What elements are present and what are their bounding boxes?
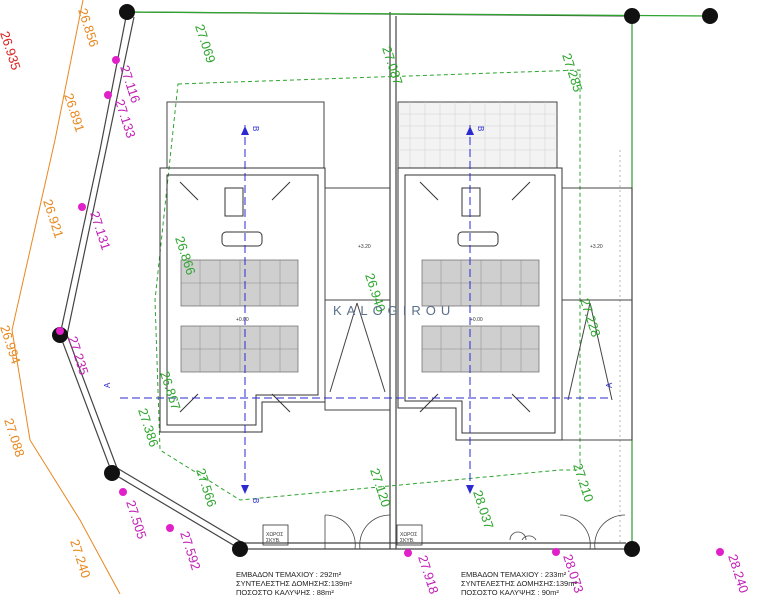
elev-27-228: 27.228 [577, 296, 604, 338]
terrace-right [397, 101, 558, 169]
plot-info-right: ΕΜΒΑΔΟΝ ΤΕΜΑΧΙΟΥ : 233m² ΣΥΝΤΕΛΕΣΤΗΣ ΔΟΜ… [461, 570, 577, 597]
elev-26-856: 26.856 [75, 6, 102, 48]
elev-27-386: 27.386 [135, 406, 162, 448]
section-mark-b-2: B [251, 498, 260, 503]
spot-height-dots [56, 56, 724, 557]
storage-label-left-1: ΧΩΡΟΣ [266, 532, 283, 538]
elev-27-592: 27.592 [177, 529, 204, 571]
north-boundary-green [126, 11, 711, 17]
house-left [159, 167, 326, 433]
section-arrows [241, 126, 474, 494]
road-edge-line [11, 0, 121, 594]
elev-27-133: 27.133 [112, 97, 139, 139]
elev-26-994: 26.994 [0, 323, 24, 365]
elev-27-505: 27.505 [123, 498, 150, 540]
watermark-text: KALOGIROU [333, 303, 456, 318]
elev-26-891: 26.891 [61, 91, 88, 133]
level-mark-1: +3.20 [358, 244, 371, 250]
elev-27-088: 27.088 [1, 416, 28, 458]
gates [324, 514, 626, 550]
elev-27-210: 27.210 [570, 461, 597, 503]
house-right [397, 167, 563, 441]
plot-left-coef: ΣΥΝΤΕΛΕΣΤΗΣ ΔΟΜΗΣΗΣ:139m² [236, 579, 352, 588]
section-mark-a-1: A [103, 382, 112, 388]
level-mark-4: +0.00 [470, 317, 483, 323]
elev-26-866: 26.866 [172, 234, 199, 276]
storage-boxes [262, 524, 423, 546]
plot-right-coverage: ΠΟΣΟΣΤΟ ΚΑΛΥΨΗΣ : 90m² [461, 588, 559, 597]
level-mark-2: +0.00 [236, 317, 249, 323]
level-mark-3: +3.20 [590, 244, 603, 250]
elev-26-867: 26.867 [157, 369, 184, 411]
elev-26-935: 26.935 [0, 29, 24, 71]
setback-line [154, 69, 581, 501]
elev-28-240: 28.240 [725, 552, 752, 594]
plot-right-area: ΕΜΒΑΔΟΝ ΤΕΜΑΧΙΟΥ : 233m² [461, 570, 567, 579]
survey-points [52, 4, 718, 557]
elev-27-240: 27.240 [67, 537, 94, 579]
elev-27-285: 27.285 [559, 51, 586, 93]
elev-27-069: 27.069 [192, 22, 219, 64]
elev-27-918: 27.918 [415, 553, 442, 594]
plot-info-left: ΕΜΒΑΔΟΝ ΤΕΜΑΧΙΟΥ : 292m² ΣΥΝΤΕΛΕΣΤΗΣ ΔΟΜ… [236, 570, 352, 597]
section-mark-b-3: B [476, 126, 485, 131]
plot-boundary [59, 11, 633, 550]
section-lines [120, 125, 610, 495]
plot-right-coef: ΣΥΝΤΕΛΕΣΤΗΣ ΔΟΜΗΣΗΣ:139m² [461, 579, 577, 588]
elev-27-087: 27.087 [379, 44, 406, 86]
storage-label-right-2: ΣΚΥΒ. [400, 538, 415, 544]
section-mark-b-1: B [251, 126, 260, 131]
storage-label-right-1: ΧΩΡΟΣ [400, 532, 417, 538]
plot-left-coverage: ΠΟΣΟΣΤΟ ΚΑΛΥΨΗΣ : 88m² [236, 588, 334, 597]
section-mark-a-2: A [605, 382, 614, 388]
elev-27-131: 27.131 [87, 209, 114, 251]
plot-left-area: ΕΜΒΑΔΟΝ ΤΕΜΑΧΙΟΥ : 292m² [236, 570, 342, 579]
elev-26-921: 26.921 [40, 197, 67, 239]
elev-28-037: 28.037 [470, 488, 497, 530]
elev-27-566: 27.566 [193, 466, 220, 508]
elevation-labels: 26.856 26.935 27.069 27.087 27.285 27.11… [0, 6, 752, 594]
panel-grid [181, 260, 539, 372]
storage-label-left-2: ΣΚΥΒ. [266, 538, 281, 544]
carports [324, 187, 633, 441]
elev-27-235: 27.235 [65, 334, 92, 376]
